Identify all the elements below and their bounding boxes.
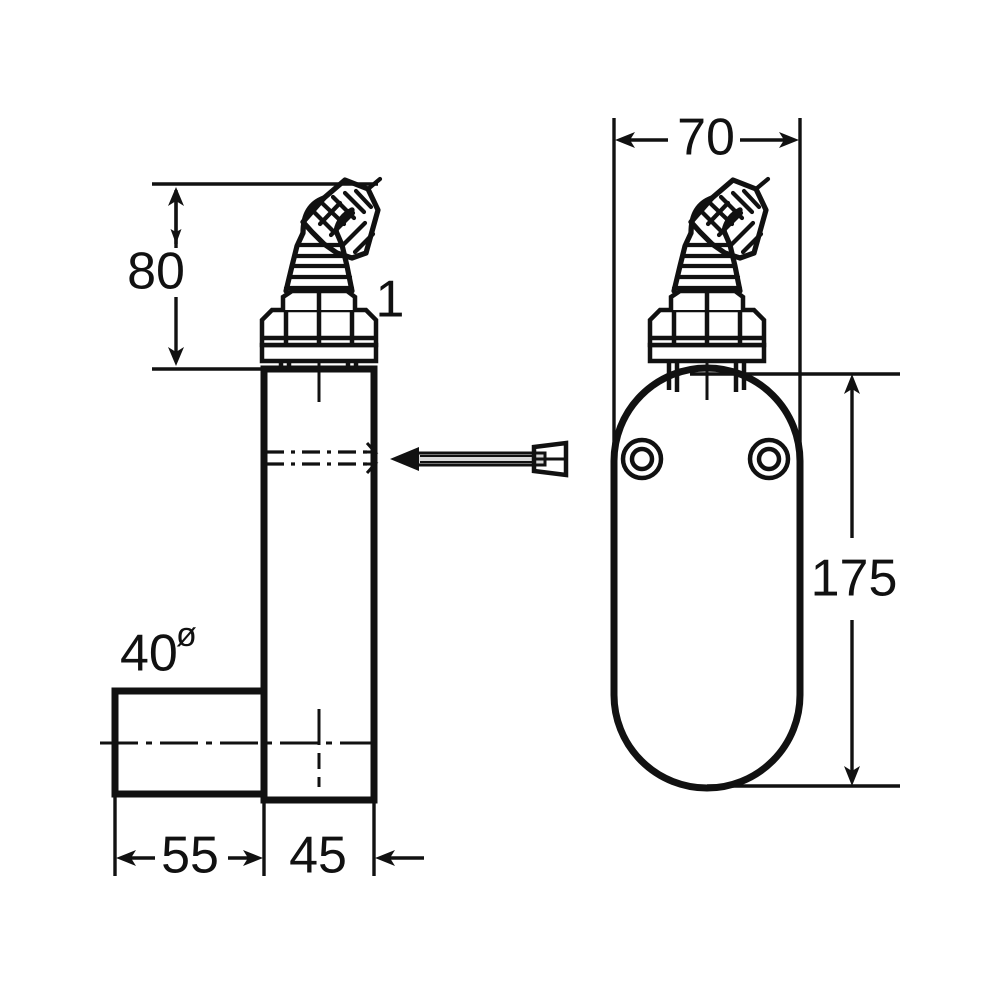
- dimension-1-text: 1: [376, 271, 405, 329]
- front-view-group: 70 175: [610, 109, 900, 792]
- dimension-70: [612, 118, 802, 470]
- hex-nut-collar: [259, 288, 379, 370]
- front-spout-tip-cross-ribs: [705, 200, 764, 255]
- dimension-40: 40 ø: [120, 616, 197, 683]
- front-view-body-outline: [610, 364, 804, 792]
- flexible-spout: [283, 176, 383, 294]
- dimension-80: [152, 182, 378, 371]
- dimension-45-text: 45: [289, 827, 347, 885]
- dimension-40-value: 40: [120, 625, 178, 683]
- dimension-70-text: 70: [677, 109, 735, 167]
- front-spout-tip-ribs: [698, 188, 762, 234]
- mounting-hole-left: [620, 437, 664, 481]
- dimension-55-text: 55: [161, 827, 219, 885]
- screw-hole-hidden-lines: [266, 442, 379, 474]
- fixing-screw: [390, 440, 569, 478]
- diameter-symbol-icon: ø: [176, 616, 197, 654]
- side-view-group: 80 1 40 ø 55: [100, 176, 569, 885]
- dimension-175-text: 175: [811, 550, 898, 608]
- dimension-45: [372, 800, 424, 876]
- mounting-hole-right: [747, 437, 791, 481]
- dimension-80-text: 80: [127, 243, 185, 301]
- dimension-55: [113, 794, 266, 876]
- front-hex-nut-collar: [647, 288, 767, 392]
- front-flexible-spout: [671, 176, 771, 294]
- screw-thread-lines: [420, 455, 534, 463]
- dimension-175: [690, 372, 900, 788]
